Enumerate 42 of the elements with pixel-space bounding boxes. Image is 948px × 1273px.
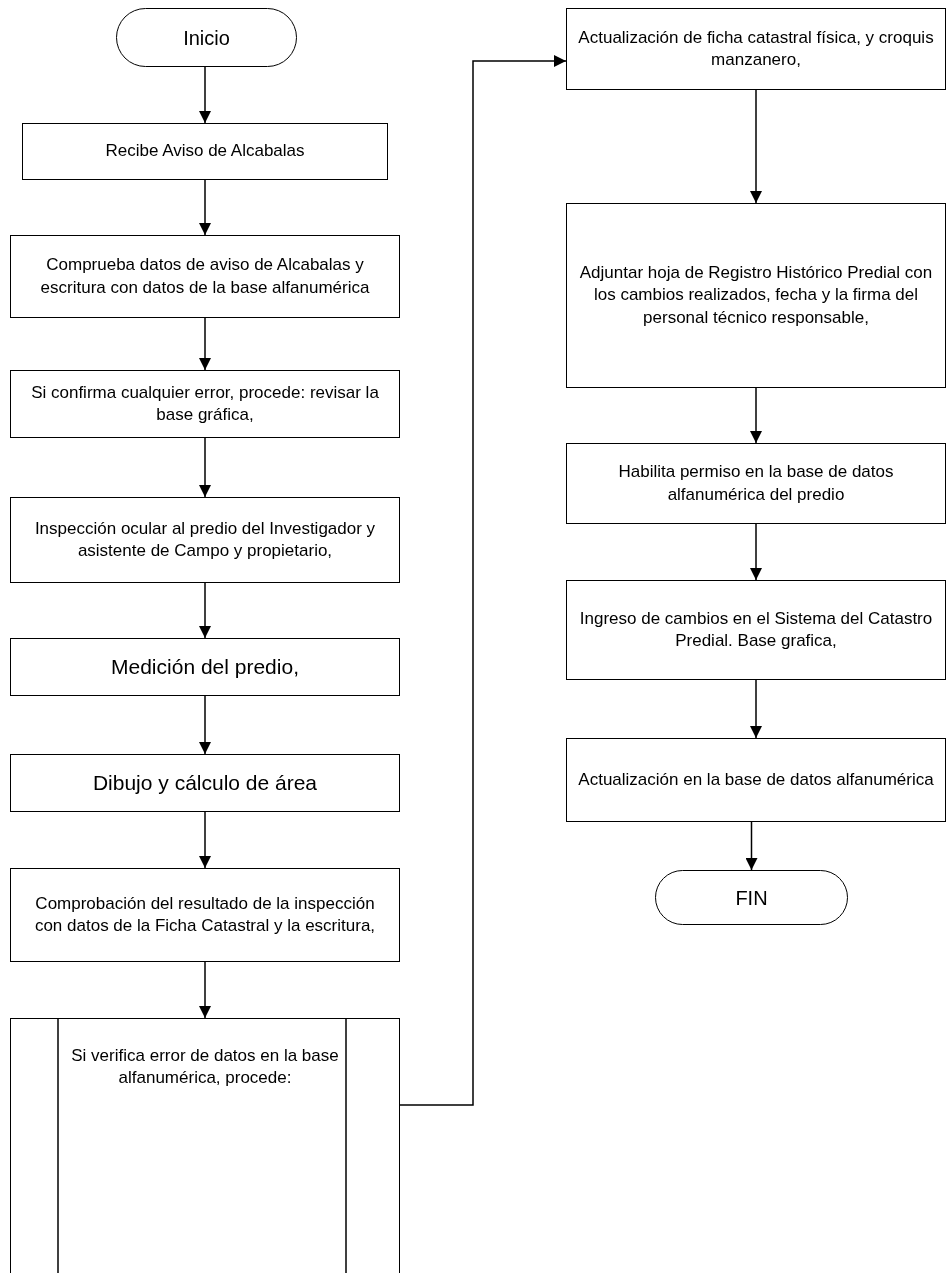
step-text: Comprueba datos de aviso de Alcabalas y escritura con datos de la base alfanumérica: [39, 254, 371, 299]
arrow: [745, 821, 758, 871]
predefined-process-box: [10, 1018, 400, 1273]
process-box: [10, 497, 400, 583]
arrow: [199, 811, 211, 869]
process-box: [10, 754, 400, 812]
arrow: [199, 437, 211, 498]
arrow: [399, 55, 567, 1106]
step-text: Habilita permiso en la base de datos alfanumérica del predio: [617, 461, 895, 506]
arrow: [750, 387, 762, 444]
arrow: [199, 66, 211, 124]
step-text: Si confirma cualquier error, procede: revisar la base gráfica,: [30, 381, 380, 426]
step-text: Medición del predio,: [110, 654, 300, 681]
process-box: [22, 123, 388, 180]
step-text: Actualización en la base de datos alfanumérica: [577, 768, 935, 791]
step-text: Dibujo y cálculo de área: [91, 770, 319, 797]
process-box: [566, 580, 946, 680]
arrow: [199, 317, 211, 371]
arrow: [199, 961, 211, 1019]
process-box: [10, 638, 400, 696]
process-box: [10, 868, 400, 962]
arrow: [750, 89, 762, 204]
step-text: Si verifica error de datos en la base alfanumérica, procede:: [70, 1045, 340, 1090]
step-text: Inspección ocular al predio del Investigador y asistente de Campo y propietario,: [33, 517, 377, 562]
arrow: [199, 179, 211, 236]
step-text: Ingreso de cambios en el Sistema del Catastro Predial. Base grafica,: [578, 607, 934, 652]
step-text: FIN: [734, 885, 769, 911]
process-box: [566, 203, 946, 388]
step-text: Actualización de ficha catastral física, y croquis manzanero,: [577, 26, 935, 71]
process-box: [10, 370, 400, 438]
process-box: [566, 738, 946, 822]
step-text: Comprobación del resultado de la inspección con datos de la Ficha Catastral y la escritura,: [33, 892, 377, 937]
arrow: [199, 582, 211, 639]
arrow: [199, 695, 211, 755]
process-box: [10, 235, 400, 318]
arrow: [750, 679, 762, 739]
arrow: [750, 523, 762, 581]
process-box: [566, 8, 946, 90]
step-text: Adjuntar hoja de Registro Histórico Predial con los cambios realizados, fecha y la firma del personal técnico responsable,: [578, 262, 934, 329]
step-text: Recibe Aviso de Alcabalas: [104, 140, 306, 163]
step-text: Inicio: [182, 25, 231, 51]
process-box: [566, 443, 946, 524]
